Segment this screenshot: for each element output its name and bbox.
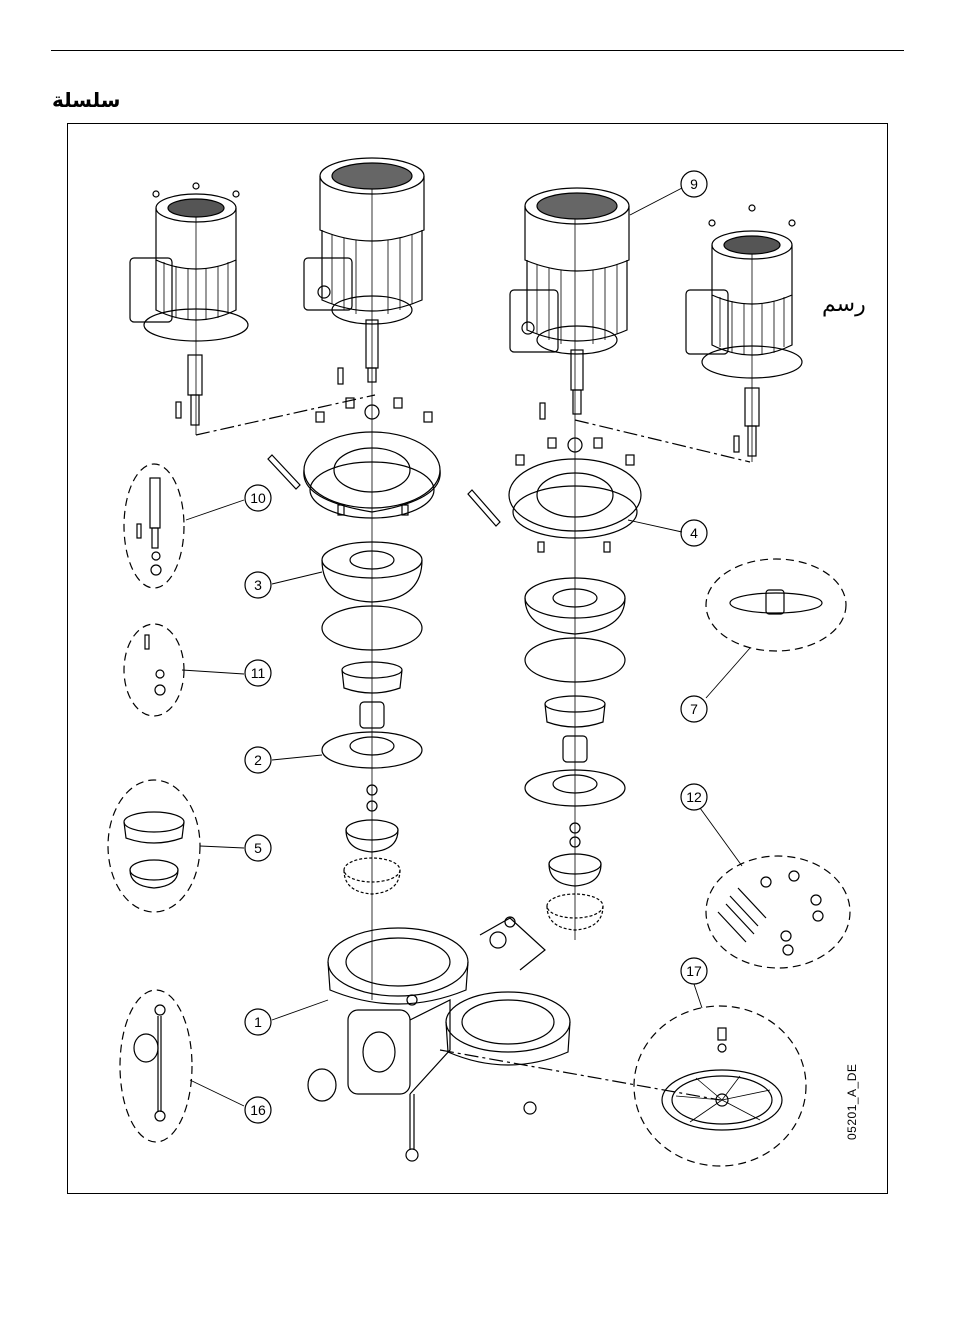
figure-label: رسم	[822, 292, 866, 317]
callout-5: 5	[254, 840, 262, 856]
motor-large-left	[304, 158, 424, 384]
callout-12: 12	[686, 789, 702, 805]
callout-2: 2	[254, 752, 262, 768]
callout-4: 4	[690, 525, 698, 541]
detail-circle-contents	[124, 478, 823, 1130]
callout-3: 3	[254, 577, 262, 593]
drawing-code: 05201_A_DE	[845, 1064, 859, 1140]
callout-11: 11	[251, 665, 266, 681]
callout-circles	[245, 171, 707, 1123]
detail-circles	[108, 464, 850, 1166]
callout-1: 1	[254, 1014, 262, 1030]
callout-7: 7	[690, 701, 698, 717]
assembly-lines	[196, 395, 750, 1100]
motor-stool-left	[268, 398, 440, 518]
motor-small-right	[686, 205, 802, 456]
center-axes	[196, 170, 752, 1000]
leader-lines	[182, 188, 750, 1106]
callout-16: 16	[250, 1102, 266, 1118]
callout-17: 17	[686, 963, 702, 979]
motor-large-right	[510, 188, 629, 419]
pump-housing	[308, 917, 570, 1161]
callout-10: 10	[250, 490, 266, 506]
motor-stool-right	[468, 438, 641, 552]
motor-small-left	[130, 183, 248, 425]
callout-9: 9	[690, 176, 698, 192]
